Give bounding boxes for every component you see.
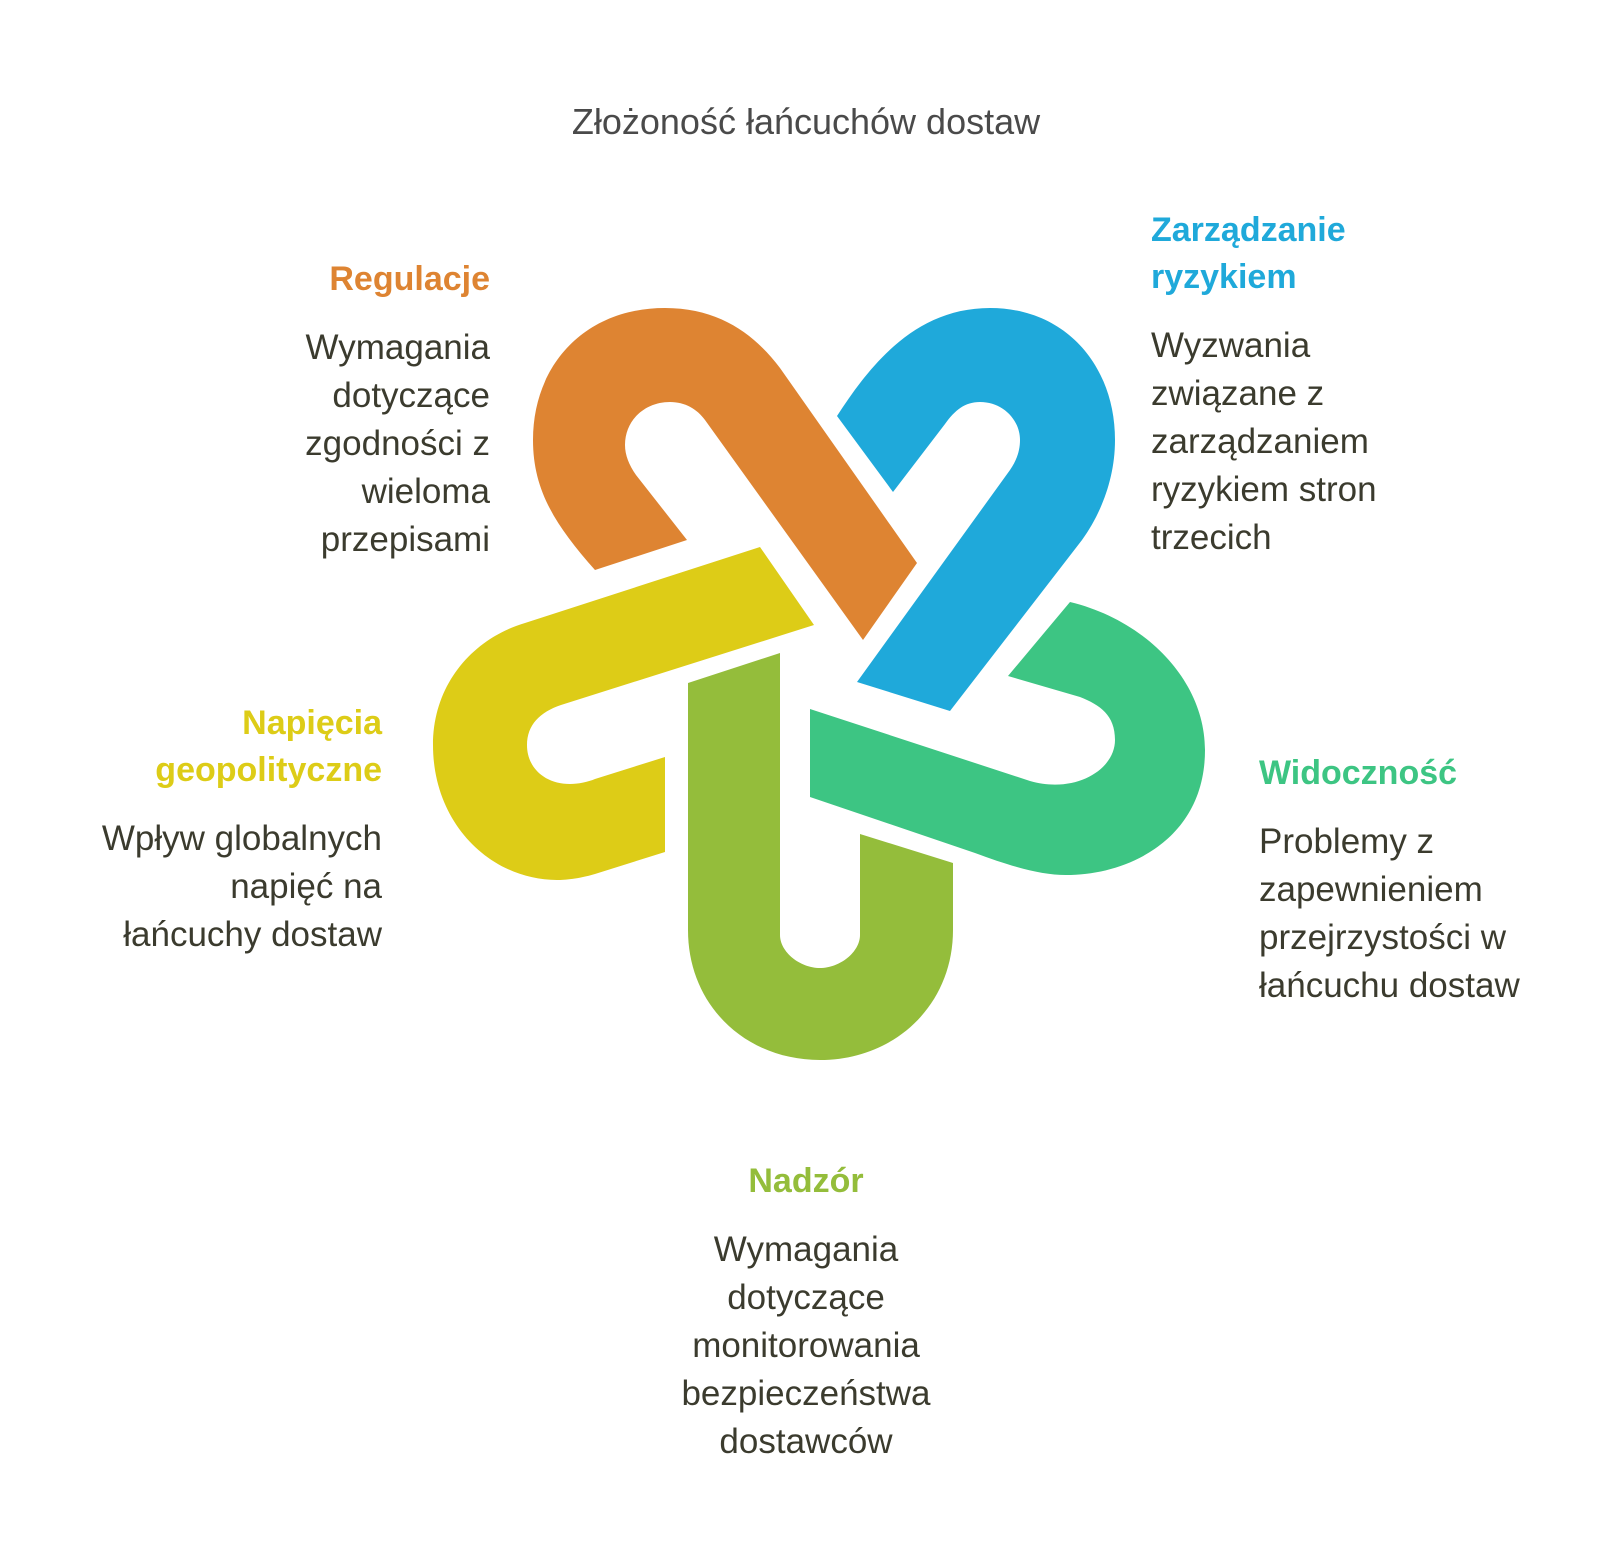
item-description-nadzor: Wymagania dotyczące monitorowania bezpie… bbox=[681, 1230, 931, 1461]
item-regulacje: Regulacje Wymagania dotyczące zgodności … bbox=[180, 256, 490, 564]
link-regulacje bbox=[533, 308, 917, 640]
item-heading-zarzadzanie-ryzykiem: Zarządzanie ryzykiem bbox=[1151, 211, 1346, 296]
link-geopolityka bbox=[433, 547, 814, 880]
item-heading-napiecia-geopolityczne: Napięcia geopolityczne bbox=[155, 704, 382, 789]
item-heading-widocznosc: Widoczność bbox=[1259, 754, 1458, 792]
item-heading-regulacje: Regulacje bbox=[329, 260, 490, 298]
item-heading-nadzor: Nadzór bbox=[748, 1162, 864, 1200]
link-ryzyko bbox=[837, 308, 1115, 711]
item-description-widocznosc: Problemy z zapewnieniem przejrzystości w… bbox=[1259, 822, 1520, 1005]
item-description-zarzadzanie-ryzykiem: Wyzwania związane z zarządzaniem ryzykie… bbox=[1151, 326, 1377, 557]
item-widocznosc: Widoczność Problemy z zapewnieniem przej… bbox=[1259, 750, 1599, 1010]
link-nadzor bbox=[688, 653, 953, 1060]
item-napiecia-geopolityczne: Napięcia geopolityczne Wpływ globalnych … bbox=[40, 700, 382, 959]
diagram-title: Złożoność łańcuchów dostaw bbox=[571, 101, 1041, 142]
link-widocznosc bbox=[810, 602, 1205, 875]
item-nadzor: Nadzór Wymagania dotyczące monitorowania… bbox=[606, 1158, 1006, 1466]
item-zarzadzanie-ryzykiem: Zarządzanie ryzykiem Wyzwania związane z… bbox=[1151, 207, 1481, 562]
item-description-regulacje: Wymagania dotyczące zgodności z wieloma … bbox=[305, 328, 490, 559]
item-description-napiecia-geopolityczne: Wpływ globalnych napięć na łańcuchy dost… bbox=[101, 819, 382, 954]
